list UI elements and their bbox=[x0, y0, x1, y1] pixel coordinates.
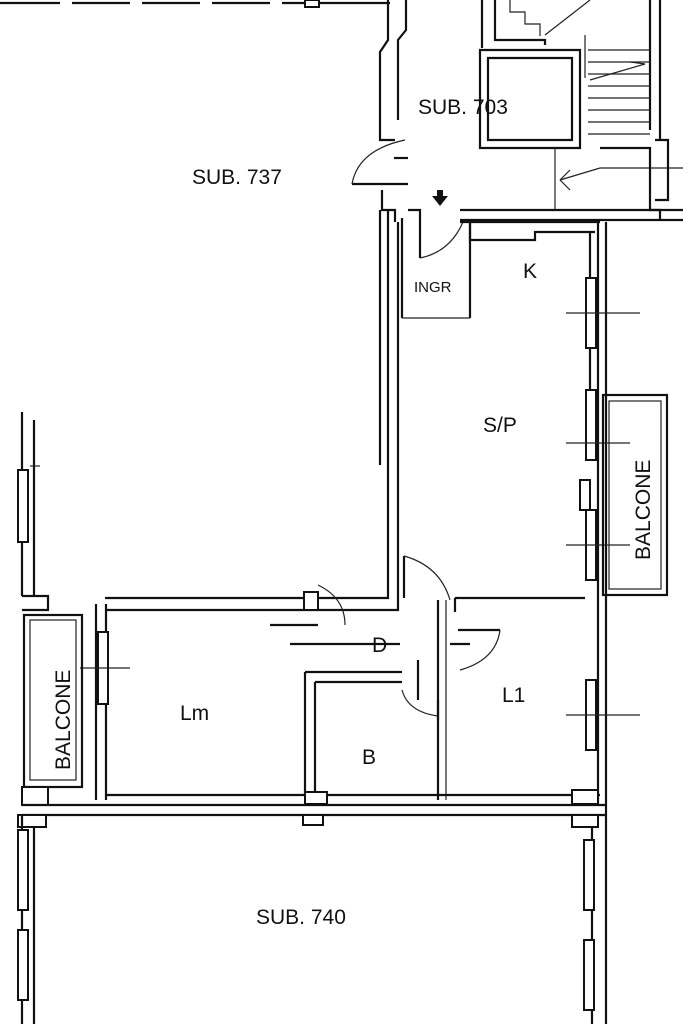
label-balcone-left: BALCONE bbox=[52, 670, 75, 770]
label-d: D bbox=[372, 634, 387, 657]
label-l1: L1 bbox=[502, 684, 525, 707]
entry-vestibule bbox=[400, 218, 472, 319]
stair-treads bbox=[588, 49, 650, 135]
label-ingr: INGR bbox=[414, 279, 452, 296]
top-boundary-dashes bbox=[0, 0, 390, 8]
bottom-separator bbox=[17, 789, 606, 828]
landing-bottom-wall bbox=[408, 208, 683, 222]
sub-740-walls bbox=[17, 815, 595, 1024]
label-kitchen: K bbox=[523, 260, 537, 283]
apartment-walls bbox=[105, 210, 608, 1024]
right-balcony bbox=[601, 393, 669, 597]
label-lm: Lm bbox=[180, 702, 209, 725]
entrance-arrow-icon bbox=[432, 190, 448, 206]
right-windows bbox=[566, 277, 640, 751]
bathroom-walls bbox=[303, 600, 447, 800]
label-sub-703: SUB. 703 bbox=[418, 96, 508, 119]
left-walls bbox=[17, 412, 130, 806]
label-b: B bbox=[362, 746, 376, 769]
label-sp: S/P bbox=[483, 414, 517, 437]
landing-walls bbox=[351, 0, 408, 222]
label-balcone-right: BALCONE bbox=[632, 460, 655, 560]
stairwell bbox=[478, 0, 683, 220]
hall-doors bbox=[270, 555, 585, 720]
label-sub-740: SUB. 740 bbox=[256, 906, 346, 929]
label-sub-737: SUB. 737 bbox=[192, 166, 282, 189]
